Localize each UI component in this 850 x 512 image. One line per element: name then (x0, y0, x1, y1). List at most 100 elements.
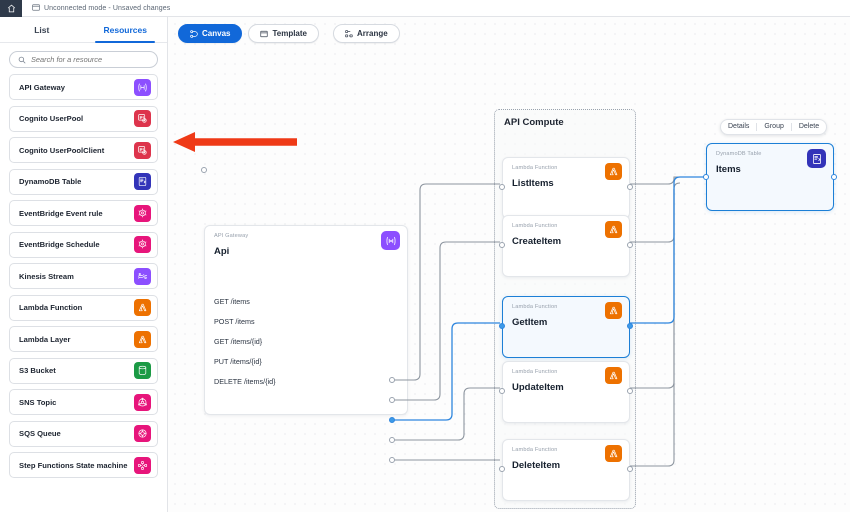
home-icon (7, 4, 16, 13)
resource-label: SNS Topic (19, 397, 57, 407)
port-route-2[interactable] (389, 417, 395, 423)
port-route-0[interactable] (389, 377, 395, 383)
canvas-view-toolbar: Canvas Template Arrange (178, 24, 400, 43)
resource-label: Cognito UserPool (19, 114, 84, 123)
resource-label: Kinesis Stream (19, 271, 74, 281)
resource-item-api-gateway[interactable]: API Gateway (9, 74, 158, 100)
port-deleteitem-left[interactable] (499, 466, 505, 472)
resource-label: EventBridge Schedule (19, 240, 100, 249)
resource-label: Lambda Function (19, 303, 83, 312)
port-items-left[interactable] (703, 174, 709, 180)
lambda-icon (605, 221, 622, 238)
resource-item-kinesis-stream[interactable]: Kinesis Stream (9, 263, 158, 289)
s3-icon (134, 362, 151, 379)
search-box[interactable] (9, 51, 158, 68)
node-title: GetItem (512, 317, 548, 328)
tab-resources[interactable]: Resources (84, 17, 168, 43)
resource-item-eventbridge-schedule[interactable]: EventBridge Schedule (9, 231, 158, 258)
resource-item-dynamodb-table[interactable]: DynamoDB Table (9, 168, 158, 195)
resource-label: Lambda Layer (19, 334, 71, 344)
lambda-icon (134, 299, 151, 316)
port-route-1[interactable] (389, 397, 395, 403)
node-title: Items (716, 164, 741, 175)
eventbridge-icon (134, 236, 151, 253)
port-api-left[interactable] (201, 167, 207, 173)
search-input[interactable] (31, 55, 149, 64)
api-route-4[interactable]: DELETE /items/{id} (214, 377, 276, 386)
port-items-right[interactable] (831, 174, 837, 180)
lambda-icon (605, 367, 622, 384)
arrange-icon (345, 29, 353, 38)
resource-item-cognito-userpool[interactable]: Cognito UserPool (9, 105, 158, 132)
port-deleteitem-right[interactable] (627, 466, 633, 472)
home-button[interactable] (0, 0, 22, 17)
node-title: CreateItem (512, 236, 562, 247)
template-view-button[interactable]: Template (248, 24, 319, 43)
diagram-canvas[interactable]: Canvas Template Arrange (168, 17, 850, 512)
port-listitems-right[interactable] (627, 184, 633, 190)
lambda-icon (134, 330, 151, 348)
api-route-2[interactable]: GET /items/{id} (214, 337, 263, 346)
arrange-button[interactable]: Arrange (333, 24, 400, 43)
node-title: DeleteItem (512, 460, 561, 471)
arrange-label: Arrange (357, 29, 388, 38)
api-gateway-icon (134, 78, 151, 96)
status-text: Unconnected mode - Unsaved changes (44, 4, 171, 12)
details-button[interactable]: Details (728, 123, 750, 130)
group-title: API Compute (504, 117, 564, 128)
api-gateway-icon (381, 231, 400, 250)
resource-label: Step Functions State machine (19, 460, 128, 470)
port-updateitem-left[interactable] (499, 388, 505, 394)
api-route-1[interactable]: POST /items (214, 317, 255, 326)
resource-label: API Gateway (19, 82, 66, 92)
tab-list[interactable]: List (34, 24, 50, 35)
canvas-view-button[interactable]: Canvas (178, 24, 243, 43)
port-getitem-left[interactable] (499, 323, 505, 329)
port-listitems-left[interactable] (499, 184, 505, 190)
port-route-3[interactable] (389, 437, 395, 443)
sns-icon (134, 393, 151, 411)
dynamodb-icon (134, 173, 151, 190)
lambda-icon (605, 302, 622, 319)
search-container (0, 43, 167, 74)
resource-item-lambda-layer[interactable]: Lambda Layer (9, 326, 158, 352)
sqs-icon (134, 425, 151, 442)
port-getitem-right[interactable] (627, 323, 633, 329)
resource-item-cognito-userpoolclient[interactable]: Cognito UserPoolClient (9, 137, 158, 163)
resource-item-s3-bucket[interactable]: S3 Bucket (9, 357, 158, 384)
port-createitem-left[interactable] (499, 242, 505, 248)
api-route-3[interactable]: PUT /items/{id} (214, 357, 262, 366)
port-route-4[interactable] (389, 457, 395, 463)
resource-label: DynamoDB Table (19, 177, 82, 186)
status-area: Unconnected mode - Unsaved changes (22, 0, 170, 16)
resource-item-sns-topic[interactable]: SNS Topic (9, 389, 158, 415)
port-createitem-right[interactable] (627, 242, 633, 248)
resource-label: Cognito UserPoolClient (19, 145, 105, 155)
node-title: Api (214, 246, 230, 257)
group-button[interactable]: Group (764, 123, 784, 130)
lambda-icon (605, 163, 622, 180)
toolbar-separator (756, 123, 758, 131)
template-icon (260, 30, 269, 38)
resource-item-eventbridge-event-rule[interactable]: EventBridge Event rule (9, 200, 158, 226)
node-kind-label: API Gateway (214, 233, 249, 239)
cognito-icon (134, 141, 151, 159)
annotation-arrow (171, 129, 299, 160)
resource-item-lambda-function[interactable]: Lambda Function (9, 294, 158, 321)
port-updateitem-right[interactable] (627, 388, 633, 394)
canvas-icon (190, 29, 198, 38)
top-header-bar: Unconnected mode - Unsaved changes (0, 0, 850, 17)
resource-item-step-functions-state-machine[interactable]: Step Functions State machine (9, 452, 158, 478)
delete-button[interactable]: Delete (798, 123, 820, 130)
resource-item-sqs-queue[interactable]: SQS Queue (9, 420, 158, 447)
resource-label: S3 Bucket (19, 366, 56, 375)
api-route-0[interactable]: GET /items (214, 297, 250, 306)
